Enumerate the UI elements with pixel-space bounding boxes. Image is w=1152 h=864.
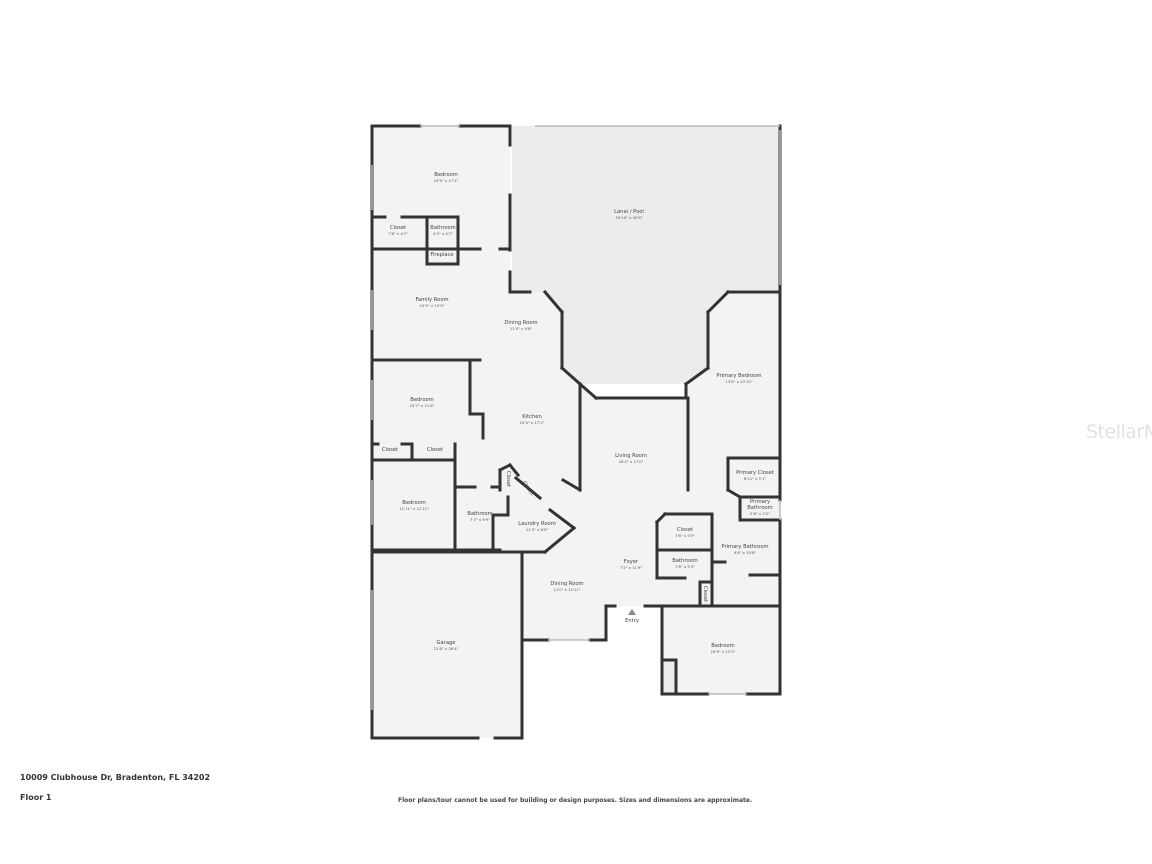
room-label-fireplace: Fireplace <box>430 252 454 259</box>
room-label-closet-w2: Closet <box>426 447 444 454</box>
lanai-pool-area <box>512 126 780 384</box>
disclaimer-text: Floor plans/tour cannot be used for buil… <box>398 797 753 804</box>
windows <box>371 125 781 710</box>
entry-arrow-icon <box>628 609 636 615</box>
walls <box>370 124 782 740</box>
room-label-closet-e-small: Closet <box>701 585 708 603</box>
floor-label: Floor 1 <box>20 793 52 802</box>
room-label-closet-hall-v: Closet <box>504 470 511 488</box>
property-address: 10009 Clubhouse Dr, Bradenton, FL 34202 <box>20 773 211 782</box>
entry-label: Entry <box>625 618 639 625</box>
floor-fill <box>372 126 780 738</box>
stellarmls-watermark: StellarMLS <box>1086 421 1152 443</box>
room-label-closet-w1: Closet <box>381 447 399 454</box>
